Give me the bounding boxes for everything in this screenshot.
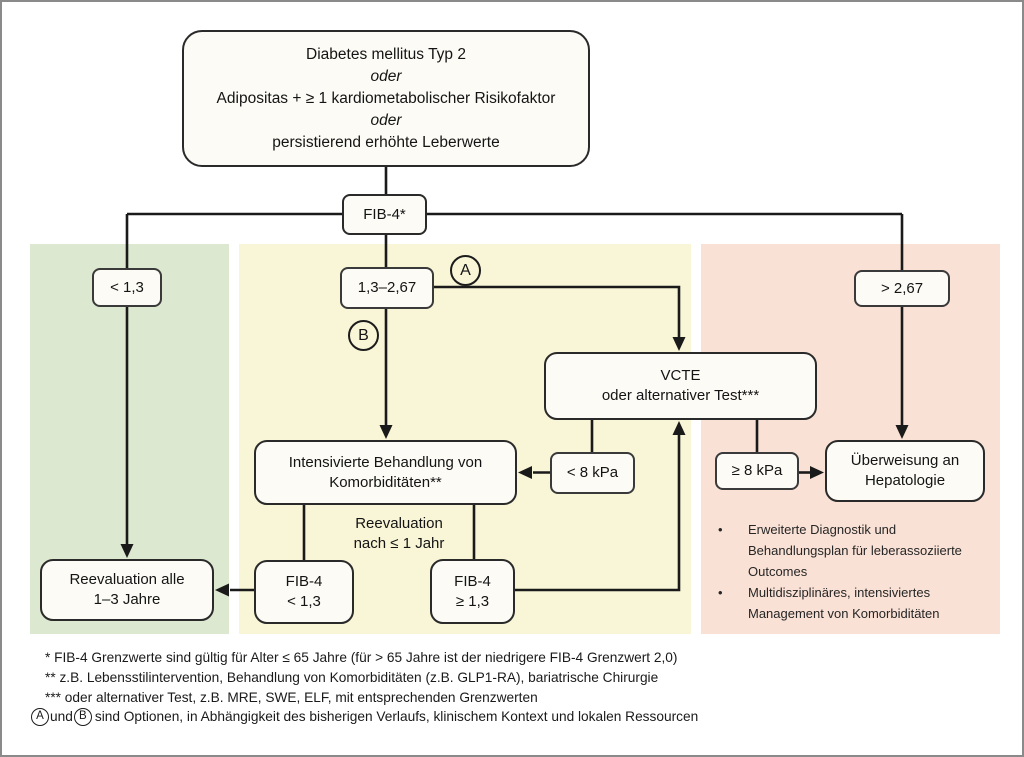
bullet-text-1: Erweiterte Diagnostik und Behandlungspla…: [748, 522, 962, 579]
reevaluation-1-year-label: Reevaluation nach ≤ 1 Jahr: [332, 514, 466, 554]
footnotes: * FIB-4 Grenzwerte sind gültig für Alter…: [31, 648, 991, 727]
footnote-1: * FIB-4 Grenzwerte sind gültig für Alter…: [45, 650, 678, 665]
intensified-treatment-box: Intensivierte Behandlung von Komorbiditä…: [254, 440, 517, 505]
fib4-ge-13-box: FIB-4 ≥ 1,3: [430, 559, 515, 624]
footnote-option-b-circle: B: [73, 708, 92, 727]
branch-mid-box: 1,3–2,67: [340, 267, 434, 309]
bullet-text-2: Multidisziplinäres, intensiviertes Manag…: [748, 585, 940, 621]
list-item: • Erweiterte Diagnostik und Behandlungsp…: [710, 519, 988, 582]
bullet-icon: •: [718, 522, 723, 537]
vcte-line-1: VCTE: [660, 367, 701, 385]
footnote-3: *** oder alternativer Test, z.B. MRE, SW…: [45, 689, 538, 705]
reeval-1yr-line-1: Reevaluation: [355, 515, 443, 532]
branch-mid-label: 1,3–2,67: [357, 279, 417, 297]
hepatology-referral-box: Überweisung an Hepatologie: [825, 440, 985, 502]
lt-8kpa-label: < 8 kPa: [566, 464, 619, 482]
lt-8kpa-box: < 8 kPa: [550, 452, 635, 494]
fib4-ge-line-2: ≥ 1,3: [455, 592, 490, 610]
entry-or-1: oder: [370, 67, 402, 85]
fib4-label: FIB-4*: [363, 205, 406, 223]
branch-low-label: < 1,3: [110, 278, 144, 296]
footnote-2: ** z.B. Lebensstilintervention, Behandlu…: [45, 669, 659, 685]
ge-8kpa-label: ≥ 8 kPa: [731, 462, 783, 480]
entry-line-2: Adipositas + ≥ 1 kardiometabolischer Ris…: [216, 89, 556, 107]
referral-bullet-list: • Erweiterte Diagnostik und Behandlungsp…: [710, 519, 988, 624]
footnote-4: A und B sind Optionen, in Abhängigkeit d…: [31, 707, 991, 727]
fib4-lt-line-1: FIB-4: [285, 573, 323, 591]
reeval-line-1: Reevaluation alle: [69, 571, 185, 589]
option-a-label: A: [460, 261, 471, 279]
entry-line-1: Diabetes mellitus Typ 2: [306, 45, 466, 63]
fib4-lt-line-2: < 1,3: [287, 593, 321, 610]
option-b-label: B: [358, 326, 369, 344]
list-item: • Multidisziplinäres, intensiviertes Man…: [710, 582, 988, 624]
intens-line-2: Komorbiditäten**: [329, 473, 442, 491]
bullet-icon: •: [718, 585, 723, 600]
footnote-option-a-circle: A: [31, 708, 49, 727]
referral-line-1: Überweisung an: [850, 452, 960, 470]
referral-line-2: Hepatologie: [864, 472, 946, 489]
entry-line-3: persistierend erhöhte Leberwerte: [272, 133, 500, 151]
reeval-1yr-line-2: nach ≤ 1 Jahr: [353, 534, 445, 552]
branch-high-box: > 2,67: [854, 270, 950, 307]
intens-line-1: Intensivierte Behandlung von: [288, 453, 483, 471]
option-b-circle: B: [348, 320, 379, 351]
reeval-line-2: 1–3 Jahre: [93, 591, 161, 608]
footnote-und: und: [50, 709, 73, 725]
vcte-box: VCTE oder alternativer Test***: [544, 352, 817, 420]
footnote-4-text: sind Optionen, in Abhängigkeit des bishe…: [94, 709, 699, 725]
entry-criteria-box: Diabetes mellitus Typ 2 oder Adipositas …: [182, 30, 590, 167]
high-risk-region: [701, 244, 1000, 634]
branch-low-box: < 1,3: [92, 268, 162, 307]
reevaluation-1-3-years-box: Reevaluation alle 1–3 Jahre: [40, 559, 214, 621]
branch-high-label: > 2,67: [880, 279, 924, 297]
ge-8kpa-box: ≥ 8 kPa: [715, 452, 799, 490]
option-a-circle: A: [450, 255, 481, 286]
vcte-line-2: oder alternativer Test***: [601, 387, 760, 404]
fib4-ge-line-1: FIB-4: [454, 572, 491, 590]
fib4-lt-13-box: FIB-4 < 1,3: [254, 560, 354, 624]
entry-or-2: oder: [370, 111, 402, 129]
fib4-test-box: FIB-4*: [342, 194, 427, 235]
